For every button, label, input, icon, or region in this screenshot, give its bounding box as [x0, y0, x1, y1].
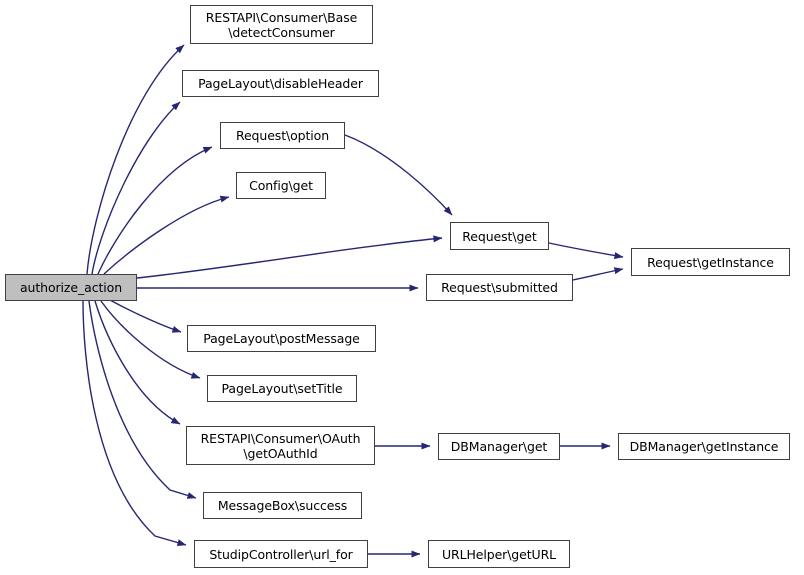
call-edge-request_option-to-request_get [344, 134, 453, 216]
call-edge-authorize_action-to-messagebox_success [88, 300, 197, 499]
graph-node-label: PageLayout\disableHeader [198, 76, 363, 91]
graph-node-label: RESTAPI\Consumer\Base \detectConsumer [205, 9, 358, 40]
graph-node-label: PageLayout\postMessage [203, 331, 360, 346]
graph-node-label: URLHelper\getURL [441, 546, 557, 562]
call-edge-authorize_action-to-config_get [103, 195, 230, 275]
call-edge-authorize_action-to-detect_consumer [86, 44, 185, 275]
graph-node-label: PageLayout\setTitle [221, 381, 343, 396]
graph-node-messagebox_success[interactable]: MessageBox\success [203, 492, 362, 519]
graph-node-label: DBManager\getInstance [629, 439, 779, 454]
graph-node-request_get[interactable]: Request\get [450, 222, 549, 250]
graph-node-request_option[interactable]: Request\option [220, 122, 345, 149]
graph-node-request_submitted[interactable]: Request\submitted [426, 274, 573, 301]
graph-node-authorize_action[interactable]: authorize_action [5, 274, 137, 301]
graph-node-label: DBManager\get [450, 439, 548, 454]
graph-node-label: authorize_action [19, 280, 123, 295]
call-edge-authorize_action-to-request_option [97, 146, 213, 275]
call-edge-authorize_action-to-url_for [82, 300, 187, 546]
call-edge-authorize_action-to-disable_header [91, 101, 181, 275]
graph-node-label: Config\get [249, 178, 313, 193]
graph-node-disable_header[interactable]: PageLayout\disableHeader [182, 70, 379, 97]
graph-node-config_get[interactable]: Config\get [236, 172, 326, 199]
graph-node-label: Request\submitted [441, 280, 558, 295]
graph-node-post_message[interactable]: PageLayout\postMessage [187, 325, 376, 352]
call-edge-authorize_action-to-post_message [109, 299, 182, 333]
graph-node-label: StudipController\url_for [209, 546, 353, 562]
graph-node-get_oauth_id[interactable]: RESTAPI\Consumer\OAuth \getOAuthId [186, 426, 375, 465]
graph-node-set_title[interactable]: PageLayout\setTitle [207, 375, 357, 402]
call-edge-request_submitted-to-request_getinstance [572, 267, 624, 281]
graph-node-label: RESTAPI\Consumer\OAuth \getOAuthId [200, 430, 361, 461]
call-edge-request_get-to-request_getinstance [548, 242, 624, 259]
graph-node-request_getinstance[interactable]: Request\getInstance [631, 248, 790, 276]
graph-node-detect_consumer[interactable]: RESTAPI\Consumer\Base \detectConsumer [190, 5, 373, 44]
graph-node-label: Request\getInstance [647, 254, 774, 270]
graph-node-url_for[interactable]: StudipController\url_for [194, 540, 368, 568]
graph-node-urlhelper_geturl[interactable]: URLHelper\getURL [428, 540, 570, 568]
graph-node-dbmanager_get[interactable]: DBManager\get [438, 433, 560, 460]
graph-node-label: Request\option [235, 128, 330, 143]
call-edge-authorize_action-to-get_oauth_id [94, 300, 181, 425]
call-edge-authorize_action-to-request_get [136, 235, 443, 279]
call-edge-authorize_action-to-set_title [100, 300, 201, 379]
graph-node-dbmanager_getinstance[interactable]: DBManager\getInstance [618, 433, 790, 460]
graph-node-label: Request\get [462, 228, 537, 244]
graph-node-label: MessageBox\success [217, 498, 348, 513]
